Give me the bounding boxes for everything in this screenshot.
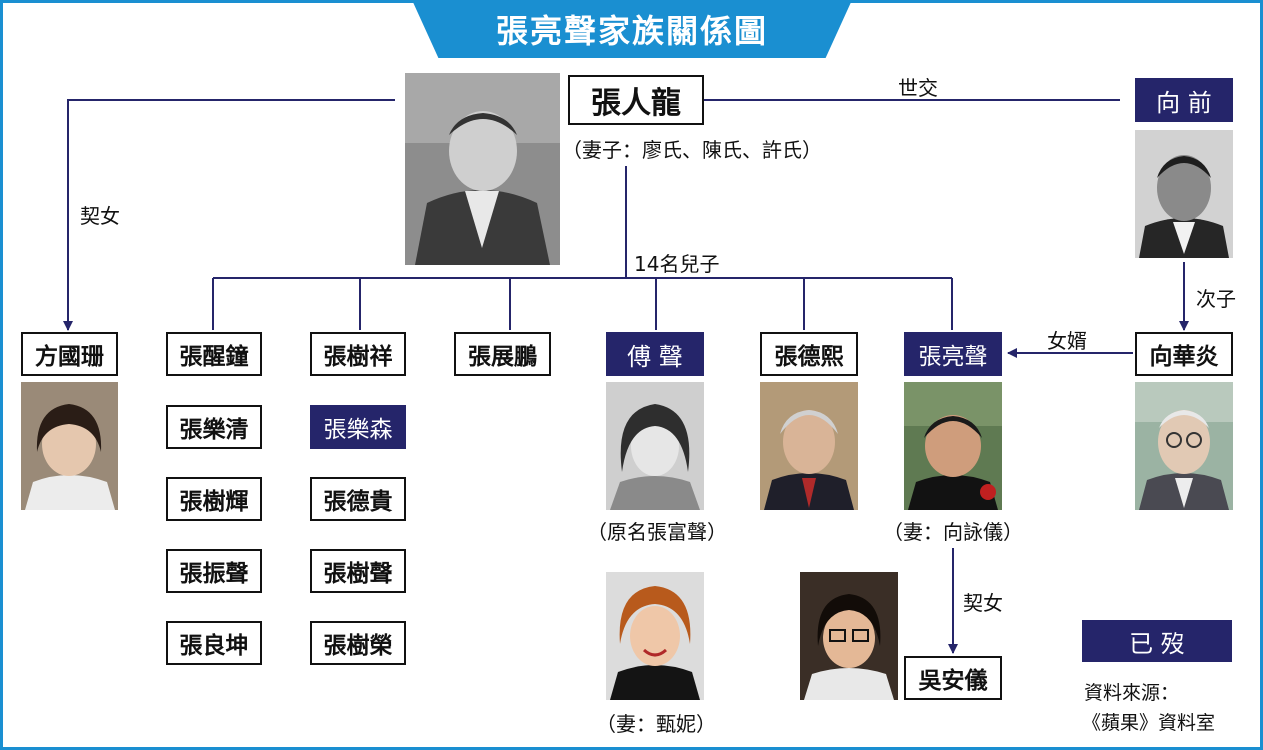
wu-anyi-box: 吳安儀 <box>904 656 1002 700</box>
son-box: 張德熙 <box>760 332 858 376</box>
son-box: 張德貴 <box>310 477 406 521</box>
xiang-huayan-photo <box>1135 382 1233 510</box>
source-label: 資料來源： <box>1084 682 1180 704</box>
fusheng-box: 傅 聲 <box>606 332 704 376</box>
son-name: 傅 聲 <box>627 342 683 371</box>
son-name: 張良坤 <box>179 633 249 659</box>
page-title: 張亮聲家族關係圖 <box>495 12 768 50</box>
son-box: 張樹聲 <box>310 549 406 593</box>
son-name: 張樹輝 <box>179 489 249 515</box>
son-name: 張德貴 <box>323 489 393 515</box>
title-banner: 張亮聲家族關係圖 <box>412 0 852 58</box>
son-name: 張樹祥 <box>323 344 393 370</box>
son-box: 張振聲 <box>166 549 262 593</box>
second-son-label: 次子 <box>1196 287 1236 311</box>
son-name: 張亮聲 <box>918 344 988 370</box>
fusheng-wife-caption: （妻：甄妮） <box>596 712 716 736</box>
patriarch-name-box: 張人龍 <box>568 75 704 125</box>
xiang-qian-photo <box>1135 130 1233 258</box>
son-name: 張醒鐘 <box>179 344 249 370</box>
son-box: 張醒鐘 <box>166 332 262 376</box>
son-box: 張樹祥 <box>310 332 406 376</box>
fang-guoshan-photo <box>21 382 118 510</box>
wu-anyi-name: 吳安儀 <box>918 668 988 694</box>
son-name: 張德熙 <box>774 344 844 370</box>
goddaughter-left-arrow <box>63 99 395 331</box>
fang-guoshan-name: 方國珊 <box>35 344 104 370</box>
liangsheng-photo <box>904 382 1002 510</box>
fusheng-wife-photo <box>606 572 704 700</box>
son-in-law-label: 女婿 <box>1047 329 1087 353</box>
associate-label: 世交 <box>898 76 938 100</box>
fusheng-photo <box>606 382 704 510</box>
son-name: 張振聲 <box>179 561 249 587</box>
son-name: 張樂森 <box>323 417 393 443</box>
goddaughter-bottom-label: 契女 <box>963 591 1003 615</box>
son-name: 張樂清 <box>179 417 249 443</box>
xiang-qian-box: 向 前 <box>1135 78 1233 122</box>
xiang-qian-name: 向 前 <box>1156 88 1212 117</box>
liangsheng-box: 張亮聲 <box>904 332 1002 376</box>
son-name: 張展鵬 <box>468 344 537 370</box>
liangsheng-wife-caption: （妻：向詠儀） <box>883 520 1023 544</box>
dexi-photo <box>760 382 858 510</box>
source-value: 《蘋果》資料室 <box>1082 712 1216 734</box>
son-box: 張樂清 <box>166 405 262 449</box>
goddaughter-left-label: 契女 <box>80 204 120 228</box>
patriarch-wives-note: （妻子：廖氏、陳氏、許氏） <box>562 138 822 162</box>
son-box: 張樹榮 <box>310 621 406 665</box>
son-box: 張展鵬 <box>454 332 551 376</box>
son-name: 張樹聲 <box>323 561 393 587</box>
deceased-legend-label: 已 歿 <box>1129 629 1185 658</box>
patriarch-name: 張人龍 <box>591 86 681 121</box>
son-box-deceased: 張樂森 <box>310 405 406 449</box>
wu-anyi-photo <box>800 572 898 700</box>
fang-guoshan-box: 方國珊 <box>21 332 118 376</box>
xiang-huayan-box: 向華炎 <box>1135 332 1233 376</box>
fusheng-orig-name: （原名張富聲） <box>587 520 727 544</box>
son-name: 張樹榮 <box>323 633 393 659</box>
xiang-huayan-name: 向華炎 <box>1149 344 1219 370</box>
deceased-legend-box: 已 歿 <box>1082 620 1232 662</box>
son-box: 張良坤 <box>166 621 262 665</box>
patriarch-photo <box>405 73 560 265</box>
sons-label: 14名兒子 <box>634 252 720 276</box>
son-box: 張樹輝 <box>166 477 262 521</box>
